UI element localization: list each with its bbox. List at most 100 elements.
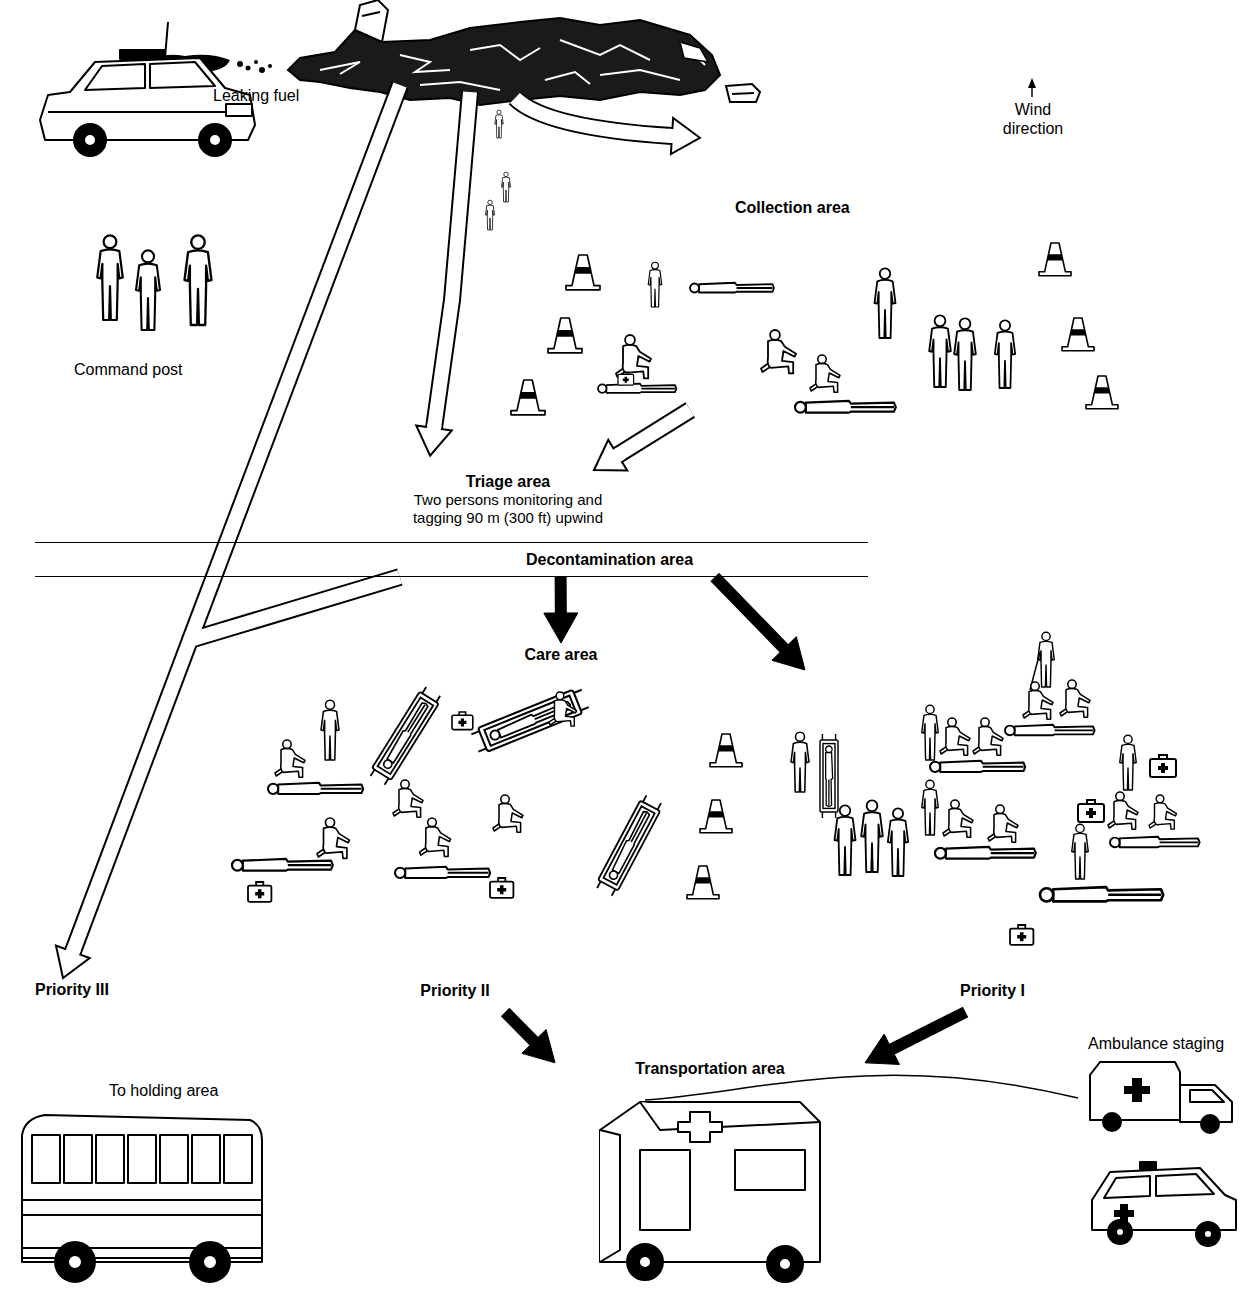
arrow-head: [434, 424, 435, 431]
command-label: Command post: [74, 360, 183, 379]
casualty-figure: [810, 355, 840, 392]
arrow-head: [72, 948, 74, 955]
arrow-head: [522, 1029, 555, 1062]
hazard-label: Leaking fuel: [213, 86, 299, 105]
person-figure: [495, 110, 503, 138]
person-figure: [888, 808, 908, 876]
traffic-cone: [700, 800, 732, 833]
medic-figure: [1120, 735, 1137, 790]
arrow-head: [668, 129, 675, 144]
traffic-cone: [687, 866, 719, 899]
area-title: Care area: [525, 645, 598, 664]
evacuation-route: [190, 85, 400, 640]
arrow-head: [865, 1034, 899, 1064]
rescuer-figure: [549, 692, 577, 726]
flow-arrow: [890, 1012, 966, 1050]
arrow-head: [544, 613, 578, 643]
evacuation-arrow: [618, 410, 690, 455]
ambulance: [1090, 1062, 1232, 1133]
care-area: Care area: [521, 643, 602, 666]
first-aid-kit: [452, 712, 473, 730]
stretcher: [470, 687, 590, 755]
rescuer-figure: [940, 718, 970, 755]
area-title: Priority I: [960, 981, 1025, 1000]
evacuation-route: [515, 98, 672, 136]
rescuer-figure: [1108, 792, 1138, 829]
area-note: Two persons monitoring and tagging 90 m …: [405, 491, 612, 527]
transportation-area: Transportation area: [555, 1055, 865, 1081]
medic-figure: [922, 705, 939, 760]
person-figure: [929, 315, 951, 387]
traffic-cone: [566, 255, 600, 290]
rescuer-figure: [616, 335, 651, 378]
rescuer-figure: [761, 330, 796, 373]
evacuation-route: [515, 98, 672, 136]
first-aid-kit: [618, 372, 634, 385]
first-aid-kit: [490, 878, 513, 898]
decontamination-band: Decontamination area: [35, 542, 868, 577]
rescuer-figure: [493, 795, 523, 832]
staging-label: Ambulance staging: [1088, 1034, 1224, 1053]
priority-area: Priority II: [225, 690, 685, 1012]
priority-area: Priority I: [800, 670, 1185, 1012]
aircraft-wreck: [288, 0, 760, 105]
traffic-cone: [511, 380, 545, 415]
stretcher: [368, 685, 443, 786]
traffic-cone: [1062, 318, 1094, 351]
traffic-cone: [548, 318, 582, 353]
person-figure: [791, 732, 809, 792]
arrow-head: [671, 118, 700, 154]
casualty-figure: [795, 401, 896, 413]
route-line: [645, 1075, 1078, 1100]
evacuation-route: [434, 92, 470, 428]
rescuer-figure: [988, 805, 1018, 842]
person-figure: [136, 250, 160, 330]
person-figure: [875, 268, 896, 338]
first-aid-kit: [248, 882, 271, 902]
evacuation-route: [434, 92, 470, 428]
person-figure: [185, 235, 212, 325]
casualty-figure: [690, 283, 774, 293]
evacuation-arrow: [73, 577, 400, 952]
stretcher: [820, 734, 838, 818]
traffic-cone: [1039, 243, 1071, 276]
casualty-figure: [930, 761, 1025, 772]
evacuation-arrow: [73, 577, 400, 952]
arrow-head: [594, 440, 627, 471]
collection-area: Collection area: [545, 195, 1145, 410]
medic-figure: [1072, 824, 1089, 879]
casualty-figure: [1005, 725, 1095, 735]
first-aid-kit: [1078, 800, 1104, 822]
casualty-figure: [935, 847, 1036, 859]
area-title: Decontamination area: [526, 550, 693, 569]
person-figure: [954, 318, 976, 390]
casualty-figure: [395, 867, 490, 878]
ambulance: [1092, 1162, 1236, 1246]
flow-arrow: [555, 577, 567, 615]
rescuer-figure: [1149, 795, 1177, 829]
person-figure: [995, 320, 1015, 388]
evacuation-route: [190, 85, 400, 640]
arrow-head: [615, 453, 621, 457]
holding-label: To holding area: [109, 1081, 218, 1100]
first-aid-kit: [1010, 925, 1033, 945]
priority-area: Priority III: [31, 978, 113, 1001]
person-figure: [321, 700, 339, 760]
wind-arrow: [1028, 78, 1036, 97]
casualty-figure: [598, 384, 676, 393]
area-title: Collection area: [735, 198, 1145, 217]
casualty-figure: [268, 783, 363, 794]
evacuation-arrow: [618, 410, 690, 455]
person-figure: [486, 200, 495, 230]
rescuer-figure: [420, 818, 451, 856]
area-title: Priority III: [35, 980, 109, 999]
rescuer-figure: [1060, 680, 1090, 717]
casualty-figure: [1110, 837, 1200, 847]
ambulance: [600, 1102, 820, 1282]
person-figure: [97, 235, 123, 320]
traffic-cone: [1086, 376, 1118, 409]
area-title: Priority II: [420, 981, 489, 1000]
casualty-figure: [1040, 887, 1163, 901]
rescuer-figure: [393, 780, 423, 817]
person-figure: [861, 800, 883, 872]
